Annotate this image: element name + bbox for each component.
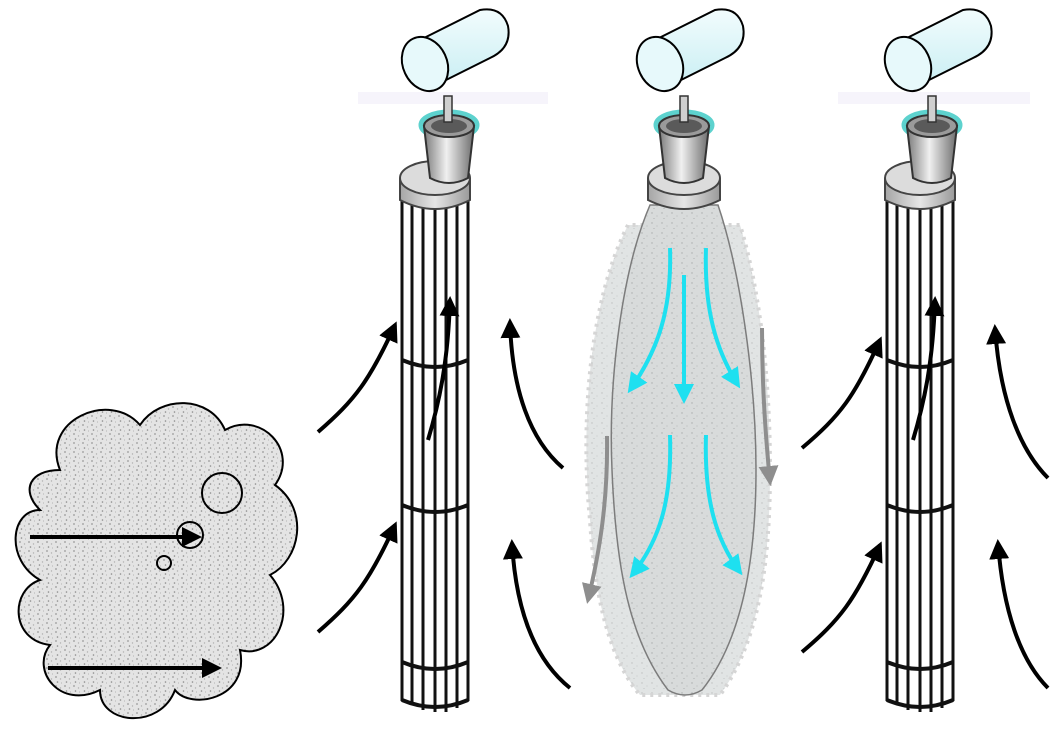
- flow-arrow-icon: [802, 545, 880, 652]
- compressed-air-pipe-icon: [393, 9, 508, 122]
- filtering-left: [318, 9, 570, 712]
- compressed-air-pipe-icon: [876, 9, 991, 122]
- tube-sheet: [358, 92, 548, 104]
- flow-arrow-icon: [318, 325, 395, 432]
- flow-arrow-icon: [998, 543, 1048, 688]
- filtering-right: [802, 9, 1048, 712]
- flow-arrow-icon: [510, 322, 563, 468]
- compressed-air-pipe-icon: [628, 9, 743, 122]
- flow-arrow-icon: [995, 328, 1048, 478]
- bag-cage: [887, 196, 953, 712]
- pulse-cleaning: [586, 9, 770, 695]
- flow-arrow-icon: [318, 525, 395, 632]
- dust-cloud: [16, 403, 298, 718]
- flow-arrow-icon: [512, 543, 570, 688]
- flow-arrow-icon: [802, 340, 880, 448]
- bag-cage: [402, 196, 468, 712]
